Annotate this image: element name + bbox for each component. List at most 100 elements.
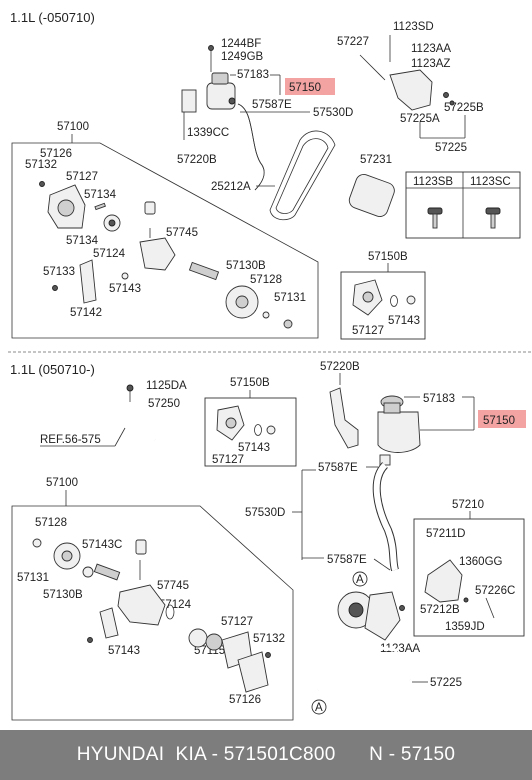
label-57587e-bottom-2: 57587E [327,554,367,566]
top-hose-outline [237,103,265,191]
top-highlight-57150 [285,78,335,95]
marker-a-upper [352,571,368,587]
label-57210: 57210 [452,499,484,511]
label-57134b: 57134 [66,235,99,247]
label-1359jd: 1359JD [445,621,485,633]
label-57250: 57250 [148,398,180,410]
label-57211d: 57211D [426,528,465,540]
top-section-title: 1.1L (-050710) [10,10,95,25]
footer-brand: HYUNDAI KIA [76,744,206,765]
label-57131-bottom: 57131 [17,572,49,584]
label-57143-bottom-box: 57143 [238,442,270,454]
label-57587e-top: 57587E [252,99,292,111]
label-57132-top: 57132 [25,159,57,171]
footer-part-ref: N - 57150 [369,744,456,765]
bottom-pump-parts [32,538,271,693]
label-57150-top: 57150 [289,82,321,94]
top-gasket-box [340,271,426,340]
label-57142: 57142 [70,307,102,319]
label-57225b: 57225B [444,102,484,114]
label-57143-bottom: 57143 [108,645,140,657]
label-57150b-bottom: 57150B [230,377,270,389]
footer-gap [336,744,369,765]
label-57183-bottom: 57183 [423,393,455,405]
bottom-pump-installed [337,591,401,641]
bolt-table-col1: 1123SB [413,176,453,188]
bottom-bracket-parts [399,559,495,619]
bottom-bracket [329,387,359,449]
footer-part-number: 571501C800 [223,744,336,765]
label-57220b-top: 57220B [177,154,217,166]
bottom-hose [373,462,398,571]
label-57127-top: 57127 [66,171,98,183]
label-57100-top: 57100 [57,121,89,133]
marker-a-lower-label: A [315,702,323,714]
label-57127-bottom-box: 57127 [212,454,244,466]
label-57150-bottom: 57150 [483,415,515,427]
label-57150b-top: 57150B [368,251,408,263]
bottom-highlight-57150 [478,410,526,428]
label-57745-top: 57745 [166,227,198,239]
top-belt [269,130,336,221]
label-1123aa-bottom: 1123AA [380,643,420,655]
label-ref-56-575: REF.56-575 [40,434,101,446]
label-57226c: 57226C [475,585,515,597]
label-57143b-top: 57143 [388,315,420,327]
label-57126-bottom: 57126 [229,694,261,706]
label-57128-top: 57128 [250,274,282,286]
label-57745-bottom: 57745 [157,580,189,592]
bottom-return-pipe [316,643,412,691]
label-57227: 57227 [337,36,369,48]
label-57225a: 57225A [400,113,440,125]
top-gasket-parts [352,279,416,316]
marker-a-lower [311,699,327,715]
bottom-gasket-parts [216,405,276,441]
label-57143c: 57143C [82,539,122,551]
label-1123aa-top: 1123AA [411,43,451,55]
label-57127-bottom: 57127 [221,616,253,628]
label-1125da: 1125DA [146,380,187,392]
label-57143-top: 57143 [109,283,141,295]
label-57124-bottom: 57124 [159,599,192,611]
label-57130b-bottom: 57130B [43,589,83,601]
footer-bar: HYUNDAI KIA - 571501C800 N - 57150 [0,730,532,780]
bottom-gasket-box [204,397,297,467]
top-filter [348,173,395,217]
label-57587e-bottom-1: 57587E [318,462,358,474]
label-57134a: 57134 [84,189,117,201]
top-pump-box [11,142,319,339]
label-57183: 57183 [237,69,269,81]
label-57530d-top: 57530D [313,107,353,119]
label-1244bf: 1244BF [221,38,261,50]
bolt-table: 1123SB 1123SC [405,171,521,239]
label-1360gg: 1360GG [459,556,503,568]
label-57131-top: 57131 [274,292,306,304]
bolt-table-col2: 1123SC [470,176,511,188]
bottom-pump-box [11,505,294,721]
bottom-pipe [13,384,157,456]
bottom-section-title: 1.1L (050710-) [10,362,95,377]
label-57530d-bottom: 57530D [245,507,285,519]
label-1339cc: 1339CC [187,127,229,139]
label-57100-bottom: 57100 [46,477,78,489]
label-57132-bottom: 57132 [253,633,285,645]
label-57220b-bottom: 57220B [320,361,360,373]
label-57225-bottom: 57225 [430,677,462,689]
bottom-bracket-box [413,518,525,637]
top-bracket [359,35,455,111]
label-57124-top: 57124 [93,248,126,260]
label-1249gb: 1249GB [221,51,264,63]
parts-diagram: 1.1L (-050710) 1244BF 1249GB 57183 57150… [8,10,532,721]
label-57225-top: 57225 [435,142,467,154]
label-57128-bottom: 57128 [35,517,67,529]
marker-a-upper-label: A [356,574,364,586]
label-57127b-top: 57127 [352,325,384,337]
label-1123az: 1123AZ [411,58,450,70]
top-hose [237,103,265,191]
bottom-reservoir [377,395,421,466]
label-57133: 57133 [43,266,75,278]
top-reservoir [181,45,236,113]
label-57231: 57231 [360,154,392,166]
footer-separator: - [206,744,224,765]
label-25212a: 25212A [211,181,251,193]
